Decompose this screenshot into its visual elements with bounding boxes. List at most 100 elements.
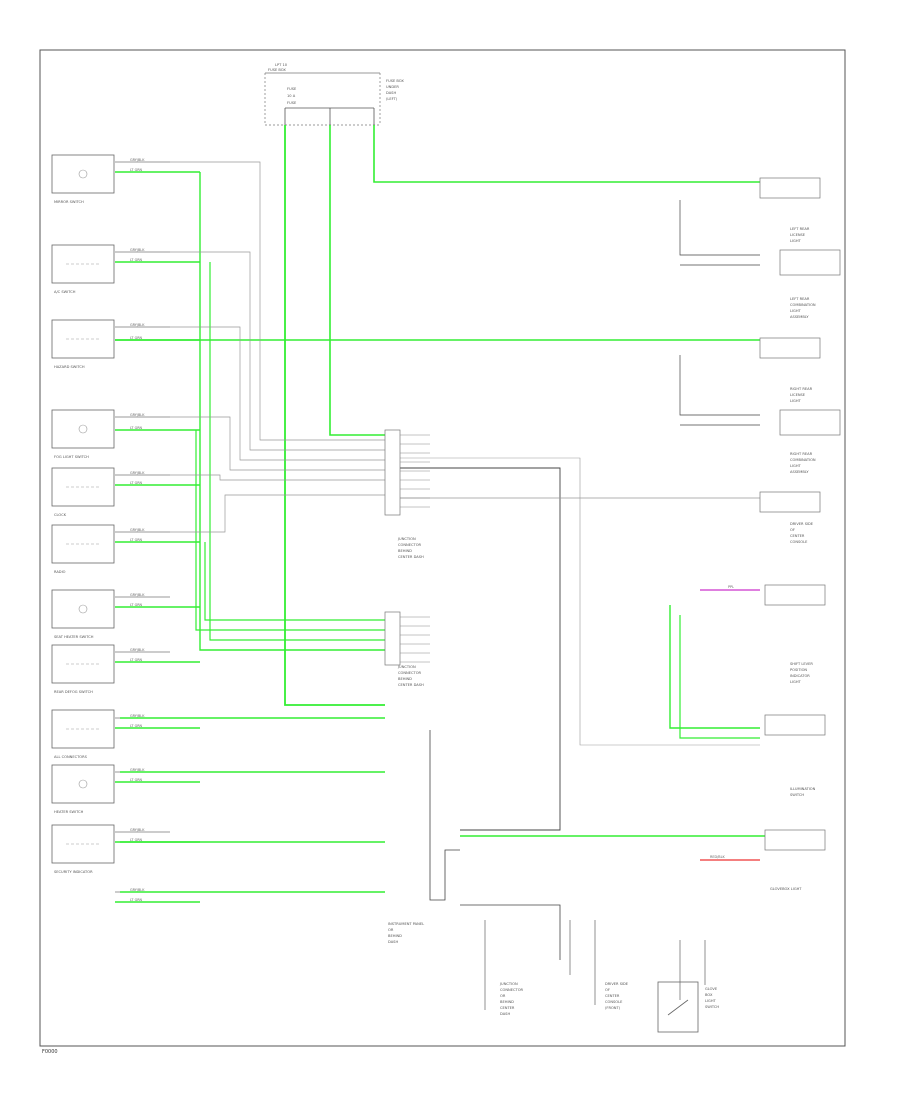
wire-dark-6 — [429, 730, 460, 901]
left-component-label: FOG LIGHT SWITCH — [54, 455, 89, 459]
right-component-label: LICENSE — [790, 393, 806, 397]
diagram-border — [39, 49, 846, 1047]
left-component: HEATER SWITCH — [51, 764, 115, 814]
left-component-label: HEATER SWITCH — [54, 810, 84, 814]
fuse-note-2: UNDER — [386, 85, 399, 89]
left-component: HAZARD SWITCH — [51, 319, 115, 369]
wire-label-gray: GRY/BLK — [130, 248, 145, 252]
right-component-label: ILLUMINATION — [790, 787, 816, 791]
component-symbol — [78, 169, 88, 179]
center-label: CONNECTOR — [398, 543, 422, 547]
bottom-component-label: BEHIND — [388, 934, 402, 938]
right-component-label: CONSOLE — [790, 540, 808, 544]
wire-label-gray: GRY/BLK — [130, 828, 145, 832]
bottom-component-label: CENTER — [605, 994, 620, 998]
wire-label-green: LT GRN — [130, 426, 143, 430]
fuse-line-3: FUSE — [287, 101, 297, 105]
center-label: BEHIND — [398, 677, 412, 681]
wire-gray-3 — [170, 326, 385, 461]
component-box — [759, 337, 821, 359]
left-component: MIRROR SWITCH — [51, 154, 115, 204]
right-component-label: RIGHT REAR — [790, 387, 813, 391]
right-component: ILLUMINATION SWITCH — [764, 714, 826, 797]
wire-label-green: LT GRN — [130, 838, 143, 842]
component-box — [51, 589, 115, 629]
wire-label-green: LT GRN — [130, 258, 143, 262]
right-component-label: LEFT REAR — [790, 297, 810, 301]
wire-label-red: RED/BLK — [710, 855, 725, 859]
bottom-component-label: DASH — [500, 1012, 510, 1016]
bottom-component-label: LIGHT — [705, 999, 717, 1003]
wire-label-green: LT GRN — [130, 658, 143, 662]
center-label: JUNCTION — [397, 537, 416, 541]
fuse-note-3: DASH — [386, 91, 396, 95]
wire-label-green: LT GRN — [130, 724, 143, 728]
bottom-component-label: JUNCTION — [499, 982, 518, 986]
wire-label-gray: GRY/BLK — [130, 888, 145, 892]
right-component-label: RIGHT REAR — [790, 452, 813, 456]
right-component-label: COMBINATION — [790, 303, 816, 307]
fuse-line-2: 10 A — [287, 94, 296, 98]
right-component-label: ASSEMBLY — [790, 470, 809, 474]
switch-contact — [667, 999, 689, 1016]
left-component: REAR DEFOG SWITCH — [51, 644, 115, 694]
left-component-label: SECURITY INDICATOR — [54, 870, 93, 874]
component-symbol — [78, 604, 88, 614]
bottom-component-label: SWITCH — [705, 1005, 719, 1009]
right-component-label: LICENSE — [790, 233, 806, 237]
wire-trunk-1 — [199, 172, 385, 651]
component-box — [51, 154, 115, 194]
left-component-label: A/C SWITCH — [54, 290, 76, 294]
wire-label-gray: GRY/BLK — [130, 714, 145, 718]
wire-gray-4 — [170, 416, 385, 471]
fuse-note-1: FUSE BOX — [386, 79, 404, 83]
wire-fuse-1 — [284, 125, 385, 706]
connector-box — [384, 429, 401, 516]
component-box — [51, 764, 115, 804]
right-component-label: OF — [790, 528, 795, 532]
wire-label-green: LT GRN — [130, 603, 143, 607]
wire-label-green: LT GRN — [130, 336, 143, 340]
fuse-sub: FUSE BOX — [268, 68, 286, 72]
wire-trunk-4 — [204, 542, 385, 621]
component-box — [764, 829, 826, 851]
right-component-label: POSITION — [790, 668, 807, 672]
right-component-label: LIGHT — [790, 680, 802, 684]
glovebox-switch-box — [657, 981, 699, 1033]
center-label: CENTER DASH — [398, 555, 424, 559]
right-component-label: SWITCH — [790, 793, 804, 797]
bottom-component-label: (FRONT) — [605, 1006, 621, 1010]
wire-trunk-2 — [209, 262, 385, 641]
wire-label-green: LT GRN — [130, 168, 143, 172]
left-component-label: REAR DEFOG SWITCH — [54, 690, 93, 694]
wire-label-gray: GRY/BLK — [130, 413, 145, 417]
wire-label-gray: GRY/BLK — [130, 323, 145, 327]
wire-trunk-3 — [195, 430, 385, 631]
left-component-label: HAZARD SWITCH — [54, 365, 85, 369]
left-components: MIRROR SWITCH A/C SWITCH HAZARD SWITCH FOG … — [51, 154, 115, 874]
component-box — [764, 714, 826, 736]
left-component-label: RADIO — [54, 570, 66, 574]
left-component-label: ALL CONNECTORS — [54, 755, 88, 759]
component-box — [779, 249, 841, 276]
wire-gray-8 — [400, 457, 760, 746]
right-component-label: CENTER — [790, 534, 805, 538]
bottom-component-label: BOX — [705, 993, 713, 997]
right-component-label: GLOVEBOX LIGHT — [770, 887, 802, 891]
left-component: RADIO — [51, 524, 115, 574]
fuse-title: LPT 10 — [275, 63, 288, 67]
wire-shift-2 — [679, 615, 760, 739]
center-label: CENTER DASH — [398, 683, 424, 687]
right-component-label: LIGHT — [790, 309, 802, 313]
left-component-label: SEAT HEATER SWITCH — [54, 635, 94, 639]
